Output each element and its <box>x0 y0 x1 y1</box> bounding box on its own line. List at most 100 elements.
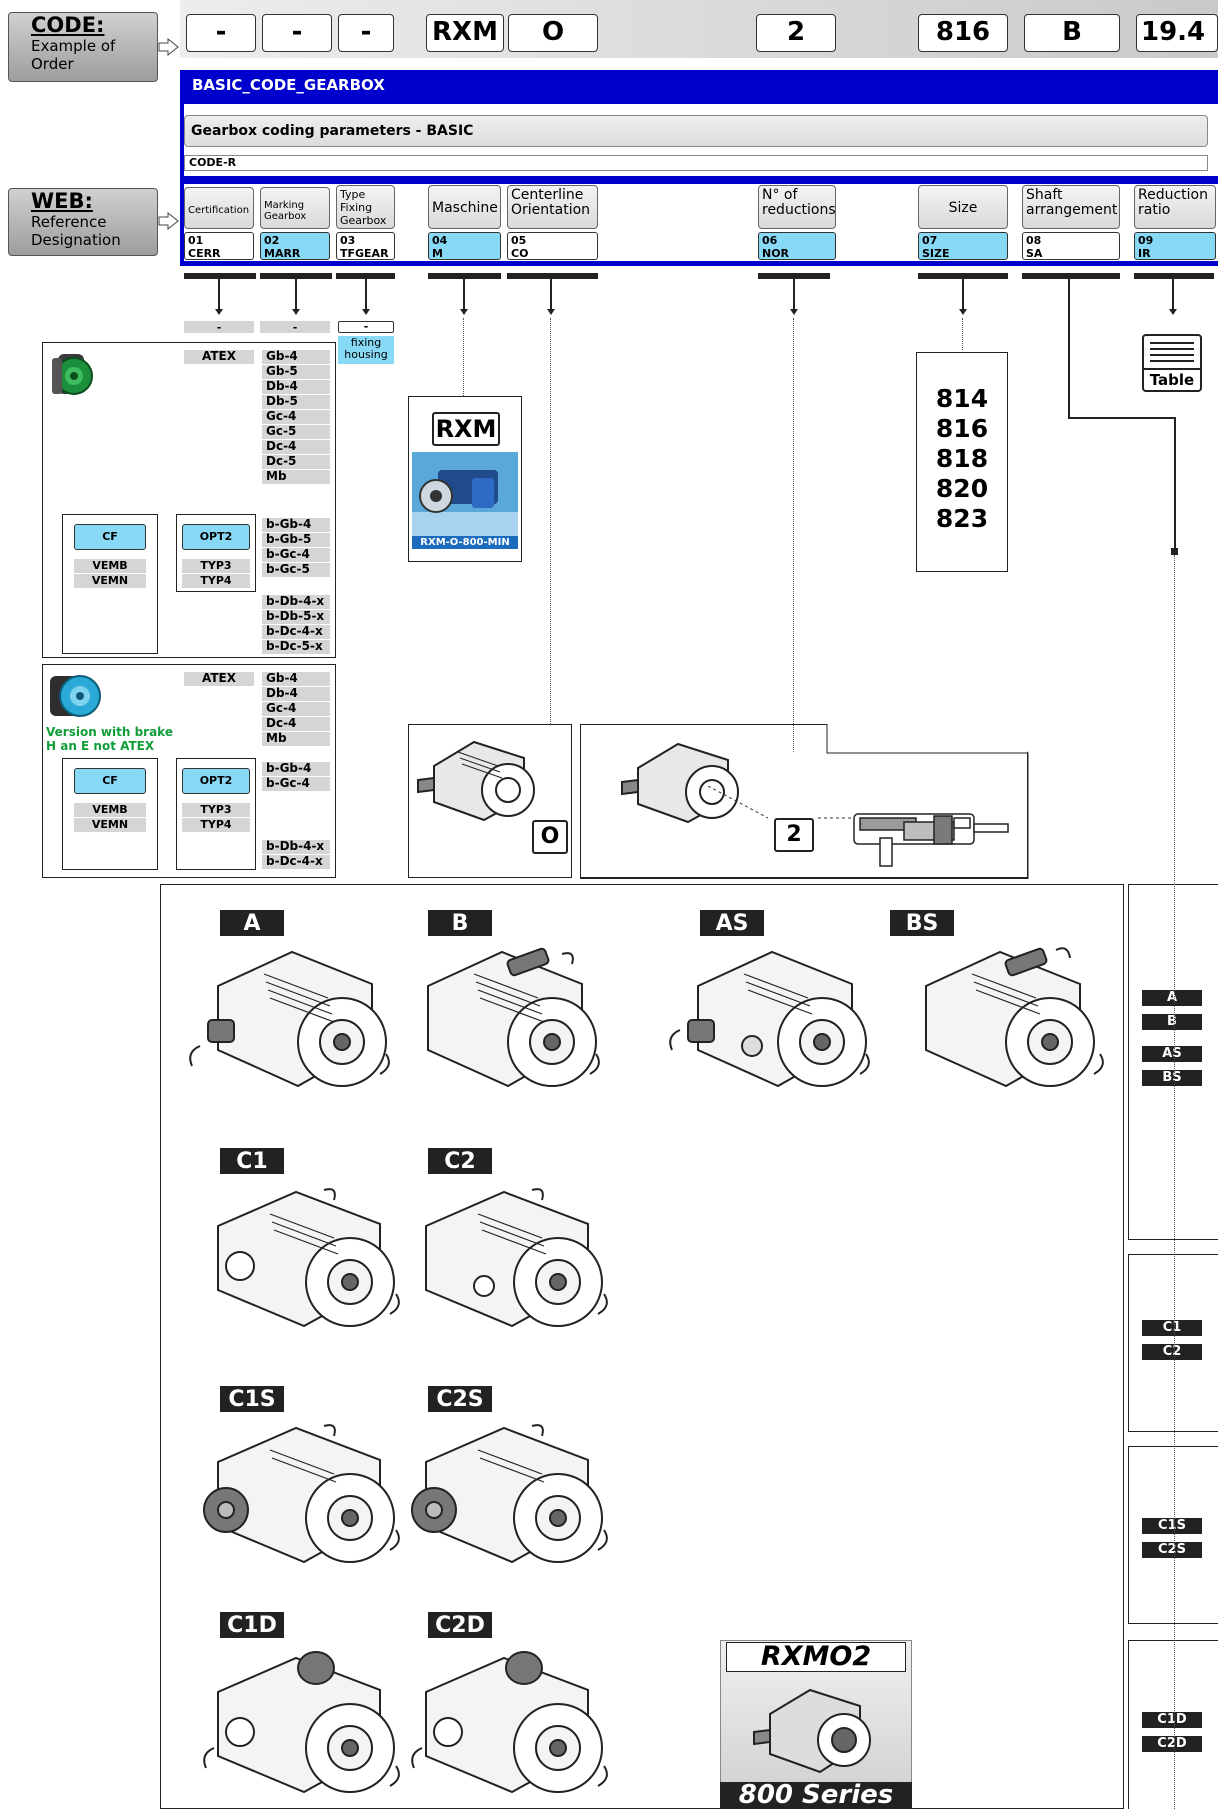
series-gearbox-icon <box>750 1680 880 1780</box>
cf-button-2[interactable]: CF <box>74 768 146 794</box>
code-box-3: - <box>338 14 394 52</box>
param-code-certification: 01CERR <box>184 232 254 260</box>
param-code: SIZE <box>922 247 1004 260</box>
connector-line <box>962 279 964 309</box>
param-head-orientation: Centerline Orientation <box>507 185 598 229</box>
marking-item: Gb-4 <box>262 672 330 686</box>
opt2-button-2[interactable]: OPT2 <box>182 768 250 794</box>
code-box-1: - <box>186 14 256 52</box>
cf-item: VEMN <box>74 818 146 832</box>
gearbox-c1s-icon <box>196 1418 412 1568</box>
web-label: WEB: Reference Designation <box>8 188 158 256</box>
connector-arrow <box>547 309 555 315</box>
marking-item: b-Gc-4 <box>262 777 330 791</box>
side-group-1 <box>1128 884 1218 1240</box>
param-num: 06 <box>762 234 832 247</box>
machine-tag: RXM <box>432 412 500 446</box>
marking-item: Gc-5 <box>262 425 330 439</box>
series-card-footer: 800 Series <box>720 1782 912 1809</box>
param-code-marking: 02MARR <box>260 232 330 260</box>
param-code-ratio: 09IR <box>1134 232 1216 260</box>
arrangement-label-as: AS <box>700 910 764 936</box>
web-arrow-icon <box>158 212 180 230</box>
param-code-reductions: 06NOR <box>758 232 836 260</box>
cf-item: VEMN <box>74 574 146 588</box>
param-head-size: Size <box>918 185 1008 229</box>
gearbox-as-icon <box>662 946 878 1092</box>
marking-item: Mb <box>262 732 330 746</box>
gearbox-bs-icon <box>890 940 1112 1092</box>
connector-line <box>218 279 220 309</box>
param-num: 04 <box>432 234 497 247</box>
brake-note-line-1: Version with brake <box>46 726 206 739</box>
marking-item: Dc-4 <box>262 440 330 454</box>
code-label: CODE: Example of Order <box>8 12 158 82</box>
side-tag: C2D <box>1142 1736 1202 1752</box>
param-head-shaft: Shaft arrangement <box>1022 185 1120 229</box>
code-arrow-icon <box>158 38 180 56</box>
param-num: 09 <box>1138 234 1212 247</box>
web-label-title: WEB: <box>9 189 157 213</box>
table-icon[interactable]: Table <box>1142 334 1202 392</box>
connector-arrow <box>292 309 300 315</box>
opt2-button-1[interactable]: OPT2 <box>182 524 250 550</box>
machine-caption: RXM-O-800-MIN <box>412 536 518 549</box>
dotted-guide <box>962 318 963 350</box>
opt2-item: TYP3 <box>182 803 250 817</box>
side-group-3 <box>1128 1446 1218 1624</box>
code-box-size: 816 <box>918 14 1008 52</box>
code-box-orientation: O <box>508 14 598 52</box>
side-tag: C2 <box>1142 1344 1202 1360</box>
size-item: 820 <box>916 474 1008 504</box>
atex-label-2: ATEX <box>184 672 254 686</box>
code-box-2: - <box>262 14 332 52</box>
marking-item: Gc-4 <box>262 702 330 716</box>
side-tag: AS <box>1142 1046 1202 1062</box>
side-tag: C1D <box>1142 1712 1202 1728</box>
dash-chip-certification: - <box>184 321 254 333</box>
marking-item: b-Dc-4-x <box>262 625 330 639</box>
connector-arrow <box>959 309 967 315</box>
marking-item: Mb <box>262 470 330 484</box>
code-box-shaft: B <box>1024 14 1120 52</box>
param-num: 08 <box>1026 234 1116 247</box>
coding-panel-title: Gearbox coding parameters - BASIC <box>184 115 1208 147</box>
code-label-subtitle: Example of Order <box>9 37 129 73</box>
size-item: 816 <box>916 414 1008 444</box>
gearbox-orientation-icon <box>414 732 544 824</box>
code-box-machine: RXM <box>426 14 504 52</box>
connector-arrow <box>790 309 798 315</box>
param-head-certification: Certification <box>184 187 254 229</box>
connector-line <box>550 279 552 309</box>
cf-button-1[interactable]: CF <box>74 524 146 550</box>
dash-chip-marking: - <box>260 321 330 333</box>
marking-item: b-Gb-4 <box>262 518 330 532</box>
gearbox-c2s-icon <box>404 1418 620 1568</box>
side-tag: A <box>1142 990 1202 1006</box>
connector-arrow <box>460 309 468 315</box>
marking-item: Dc-5 <box>262 455 330 469</box>
marking-item: b-Gb-4 <box>262 762 330 776</box>
gearbox-a-icon <box>182 946 398 1092</box>
param-num: 05 <box>511 234 594 247</box>
param-code: TFGEAR <box>340 247 391 260</box>
marking-item: b-Gc-4 <box>262 548 330 562</box>
orientation-value: O <box>532 820 568 854</box>
arrangement-label-c2s: C2S <box>428 1386 492 1412</box>
param-code: M <box>432 247 497 260</box>
shaft-path-dot <box>1171 548 1178 555</box>
connector-bar <box>184 273 256 279</box>
param-num: 02 <box>264 234 326 247</box>
marking-item: Gb-4 <box>262 350 330 364</box>
marking-item: Gc-4 <box>262 410 330 424</box>
dash-chip-fixing: - <box>338 321 394 333</box>
dotted-guide <box>463 318 464 398</box>
marking-item: b-Gb-5 <box>262 533 330 547</box>
code-label-title: CODE: <box>9 13 157 37</box>
arrangement-label-bs: BS <box>890 910 954 936</box>
param-code-fixing: 03TFGEAR <box>336 232 395 260</box>
marking-item: Db-4 <box>262 687 330 701</box>
cf-item: VEMB <box>74 803 146 817</box>
